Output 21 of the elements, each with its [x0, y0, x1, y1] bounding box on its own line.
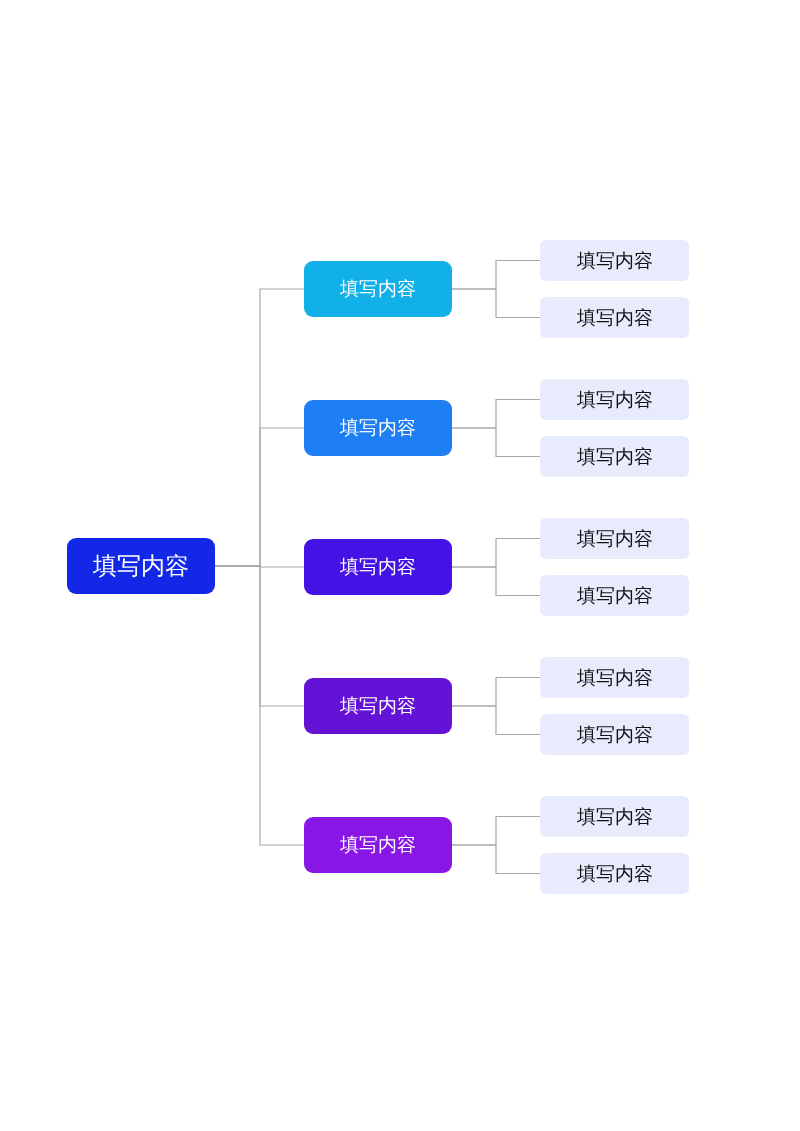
- branch-box: 填写内容: [304, 539, 452, 595]
- leaf-box: 填写内容: [540, 240, 689, 281]
- connector-line: [451, 427, 541, 458]
- leaf-box: 填写内容: [540, 575, 689, 616]
- leaf-box: 填写内容: [540, 297, 689, 338]
- branch-box: 填写内容: [304, 400, 452, 456]
- leaf-box: 填写内容: [540, 853, 689, 894]
- connector-line: [451, 566, 541, 597]
- connector-line: [451, 844, 541, 875]
- branch-box: 填写内容: [304, 678, 452, 734]
- branch-box: 填写内容: [304, 261, 452, 317]
- connector-line: [451, 288, 541, 319]
- root-box: 填写内容: [67, 538, 215, 594]
- leaf-box: 填写内容: [540, 518, 689, 559]
- leaf-box: 填写内容: [540, 657, 689, 698]
- leaf-box: 填写内容: [540, 436, 689, 477]
- connector-line: [451, 705, 541, 736]
- branch-box: 填写内容: [304, 817, 452, 873]
- leaf-box: 填写内容: [540, 379, 689, 420]
- leaf-box: 填写内容: [540, 796, 689, 837]
- leaf-box: 填写内容: [540, 714, 689, 755]
